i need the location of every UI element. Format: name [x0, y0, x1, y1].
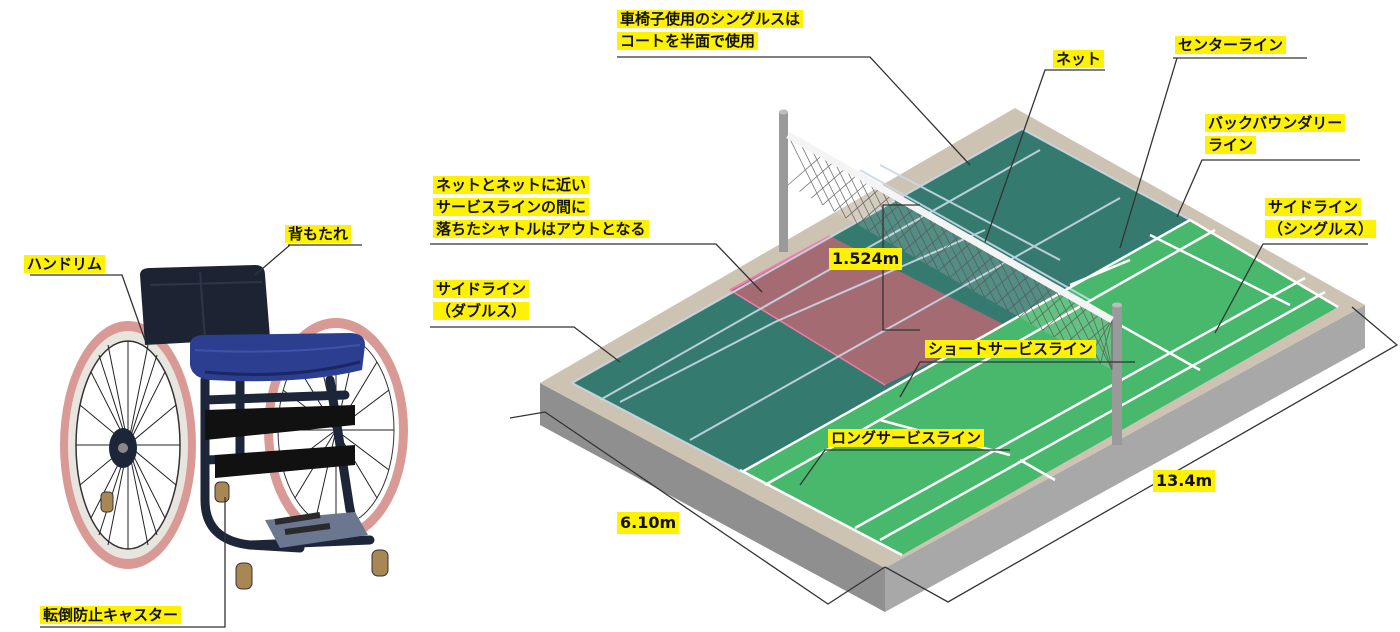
footrest [265, 512, 368, 548]
badminton-court-illustration [540, 108, 1365, 612]
handrim-wheel [60, 321, 196, 569]
net-posts [779, 109, 1122, 445]
label-singles-half-court: 車椅子使用のシングルスはコートを半面で使用 [617, 8, 804, 52]
label-backrest: 背もたれ [285, 223, 352, 245]
label-net: ネット [1053, 48, 1105, 70]
backrest [140, 265, 270, 345]
label-handrim: ハンドリム [24, 253, 106, 275]
label-anti-tip-caster: 転倒防止キャスター [40, 604, 182, 626]
label-side-line-singles: サイドライン（シングルス） [1265, 196, 1377, 240]
label-short-service-line: ショートサービスライン [925, 338, 1097, 360]
seat-straps [205, 405, 355, 478]
court-near-half [742, 220, 1338, 555]
wheelchair-illustration [60, 265, 408, 590]
net [786, 131, 1114, 371]
dimension-court-length: 13.4m [1153, 470, 1216, 492]
seat-cushion [190, 333, 365, 382]
court-base-right [885, 305, 1365, 612]
dimension-net-height: 1.524m [829, 248, 903, 270]
label-long-service-line: ロングサービスライン [828, 427, 985, 449]
label-center-line: センターライン [1175, 34, 1287, 56]
label-back-boundary-line: バックバウンダリーライン [1205, 112, 1346, 156]
label-side-line-doubles: サイドライン（ダブルス） [433, 278, 530, 322]
court-base-left [540, 383, 885, 612]
label-near-net-fault: ネットとネットに近いサービスラインの間に落ちたシャトルはアウトとなる [433, 174, 649, 240]
court-lines [571, 128, 1191, 473]
caster-wheels [100, 481, 389, 590]
dimension-court-width: 6.10m [617, 512, 680, 534]
